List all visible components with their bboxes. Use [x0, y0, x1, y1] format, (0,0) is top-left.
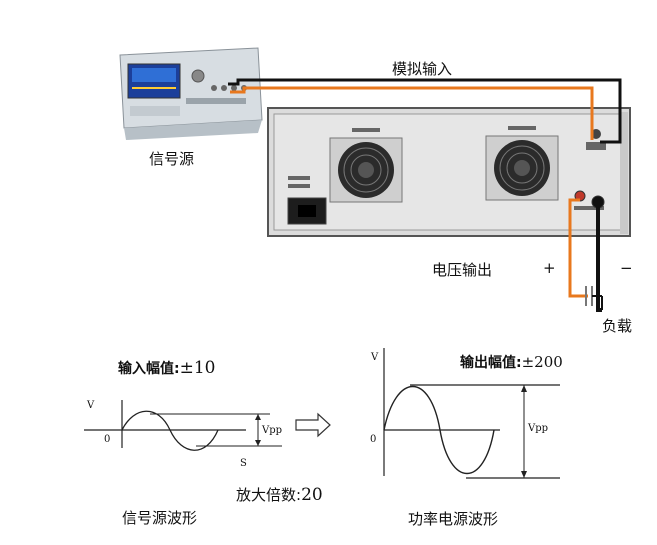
transform-arrow [296, 414, 330, 436]
signal-generator-image [120, 48, 262, 140]
load-label: 负载 [602, 315, 632, 336]
left-zero-label: 0 [104, 434, 110, 445]
gain-prefix: 放大倍数: [236, 486, 301, 504]
signal-waveform-caption: 信号源波形 [122, 507, 197, 528]
input-amplitude-prefix: 输入幅值: [118, 361, 180, 377]
analog-input-label: 模拟输入 [392, 58, 452, 79]
left-vpp-label: Vpp [262, 425, 282, 436]
right-v-axis-label: V [371, 352, 378, 363]
fan-left [330, 138, 402, 202]
left-v-axis-label: V [87, 400, 94, 411]
plus-terminal-label: + [543, 259, 556, 277]
signal-source-label: 信号源 [149, 148, 194, 169]
gain-label: 放大倍数:20 [236, 484, 323, 505]
gain-value: 20 [301, 485, 323, 505]
minus-terminal-label: − [620, 259, 633, 277]
left-s-label: S [240, 458, 247, 469]
right-zero-label: 0 [370, 434, 376, 445]
input-amplitude-value: ±10 [180, 358, 216, 378]
power-waveform-caption: 功率电源波形 [408, 508, 498, 529]
fan-right [486, 136, 558, 200]
right-vpp-label: Vpp [528, 423, 548, 434]
voltage-output-label: 电压输出 [432, 259, 492, 280]
output-amplitude-prefix: 输出幅值: [460, 355, 522, 371]
signal-waveform-plot [84, 400, 282, 450]
output-amplitude: 输出幅值:±200 [460, 352, 563, 372]
output-amplitude-value: ±200 [522, 353, 563, 371]
input-amplitude: 输入幅值:±10 [118, 358, 216, 378]
power-amplifier-image [268, 108, 630, 236]
